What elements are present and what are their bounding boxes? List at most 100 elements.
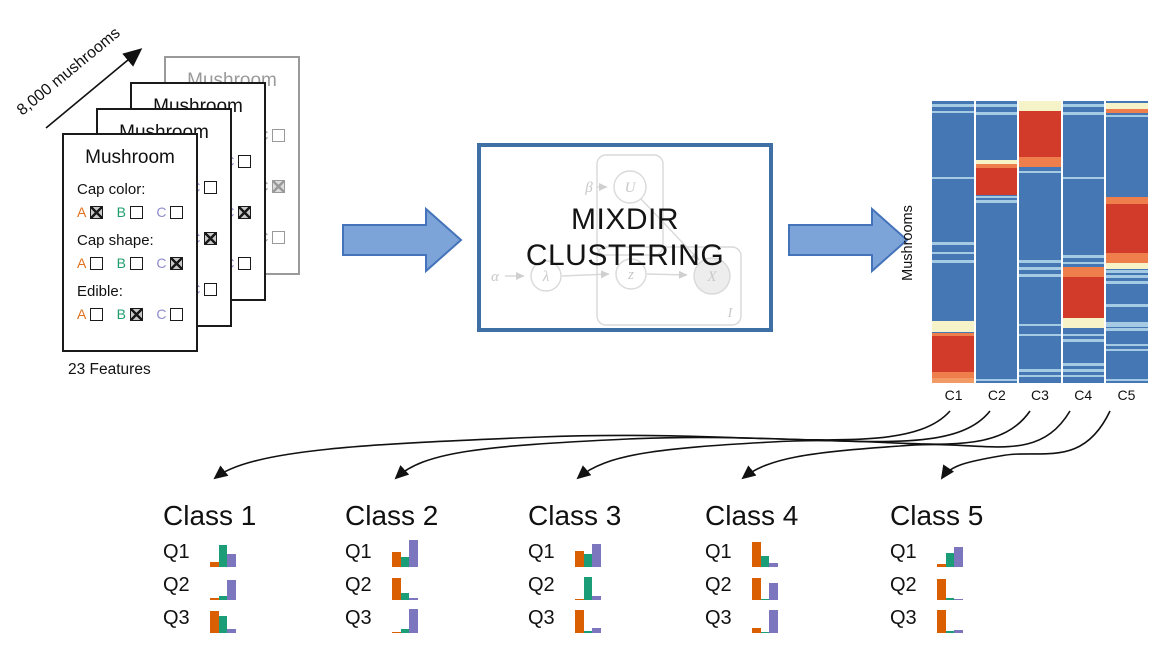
heatmap-band [1019, 368, 1061, 372]
option-letter: A [77, 255, 87, 271]
heatmap-band [1062, 333, 1105, 337]
heatmap-band [1019, 170, 1061, 174]
bar [592, 627, 601, 633]
option: B [117, 204, 157, 220]
heatmap-column [975, 101, 1018, 383]
question-label: Cap color: [77, 181, 146, 198]
bar [954, 630, 963, 633]
checkbox-icon [272, 230, 286, 244]
model-label-beta: β [584, 180, 593, 196]
probability-bar-chart [752, 603, 778, 633]
class-arrow-icon [576, 410, 1031, 480]
checkbox-icon [238, 154, 252, 168]
option-letter: C [156, 306, 167, 322]
heatmap-band [1019, 157, 1061, 167]
probability-bar-chart [392, 603, 418, 633]
probability-bar-chart [392, 537, 418, 567]
question-row: Q1 [890, 537, 1065, 567]
checkbox-icon [130, 205, 144, 219]
bar [575, 598, 584, 600]
graphical-model: β U α λ z X I [491, 154, 742, 326]
option-letter: C [156, 255, 167, 271]
bar [210, 611, 219, 633]
class-title: Class 2 [345, 500, 439, 531]
bar [392, 631, 401, 633]
checkbox-icon [204, 282, 218, 296]
question-row: Q2 [345, 570, 520, 600]
heatmap-band [1106, 349, 1148, 352]
bar [575, 609, 584, 633]
bar [227, 629, 236, 633]
option: B [117, 306, 157, 322]
heatmap-band [1106, 343, 1148, 346]
heatmap-column [1106, 101, 1148, 383]
checkbox-icon [170, 307, 184, 321]
bar [752, 578, 761, 600]
model-label-z: z [627, 267, 634, 283]
heatmap-column-label: C3 [1031, 387, 1049, 403]
heatmap-band [1106, 263, 1148, 269]
heatmap-column-label: C4 [1074, 387, 1093, 403]
heatmap-band [932, 177, 974, 180]
checkbox-icon [90, 256, 104, 270]
bar [592, 596, 601, 600]
heatmap-band [932, 377, 974, 383]
heatmap-band [1106, 304, 1148, 307]
class-arrow-icon [940, 410, 1111, 480]
heatmap-band [1062, 375, 1105, 378]
heatmap-band [1062, 318, 1105, 328]
bar [400, 629, 410, 633]
probability-bar-chart [937, 537, 963, 567]
probability-bar-chart [210, 570, 236, 600]
bar [409, 609, 418, 633]
probability-bar-chart [937, 570, 963, 600]
question-row-label: Q3 [705, 607, 732, 629]
heatmap-band [975, 104, 1018, 108]
probability-bar-chart [937, 603, 963, 633]
checkbox-icon [204, 180, 218, 194]
question-row: Q3 [890, 603, 1065, 633]
heatmap-column [1062, 101, 1105, 383]
checkbox-checked-icon [170, 256, 184, 270]
bar [954, 546, 963, 567]
heatmap-band [1106, 196, 1148, 204]
heatmap-band [1106, 270, 1148, 273]
class-title: Class 1 [163, 500, 257, 531]
question-label: Edible: [77, 283, 123, 300]
probability-bar-chart [575, 537, 601, 567]
question-row: Q3 [345, 603, 520, 633]
heatmap-band [975, 164, 1018, 168]
class-title: Class 3 [528, 500, 622, 531]
bar [575, 550, 584, 567]
bar [218, 595, 228, 600]
class-title: Class 5 [890, 500, 984, 531]
question-row-label: Q2 [345, 574, 372, 596]
model-label-lambda: λ [542, 269, 550, 285]
heatmap-band [932, 371, 974, 378]
heatmap-band [932, 260, 974, 264]
option: A [77, 204, 117, 220]
bar [227, 579, 236, 600]
question-row: Q3 [705, 603, 880, 633]
checkbox-icon [90, 307, 104, 321]
class-title: Class 4 [705, 500, 799, 531]
heatmap-band [1106, 115, 1148, 118]
heatmap-band [975, 378, 1018, 382]
heatmap-band [932, 336, 974, 372]
model-label-u: U [625, 180, 637, 196]
bar [210, 597, 219, 600]
probability-bar-chart [752, 537, 778, 567]
probability-bar-chart [575, 570, 601, 600]
bar [592, 543, 601, 567]
question-row: Q3 [163, 603, 338, 633]
probability-bar-chart [752, 570, 778, 600]
question-row-label: Q3 [528, 607, 555, 629]
question-row: Q1 [163, 537, 338, 567]
option-letter: A [77, 306, 87, 322]
heatmap-band [975, 112, 1018, 115]
option: A [77, 255, 117, 271]
flow-arrow-left-icon [342, 206, 463, 274]
